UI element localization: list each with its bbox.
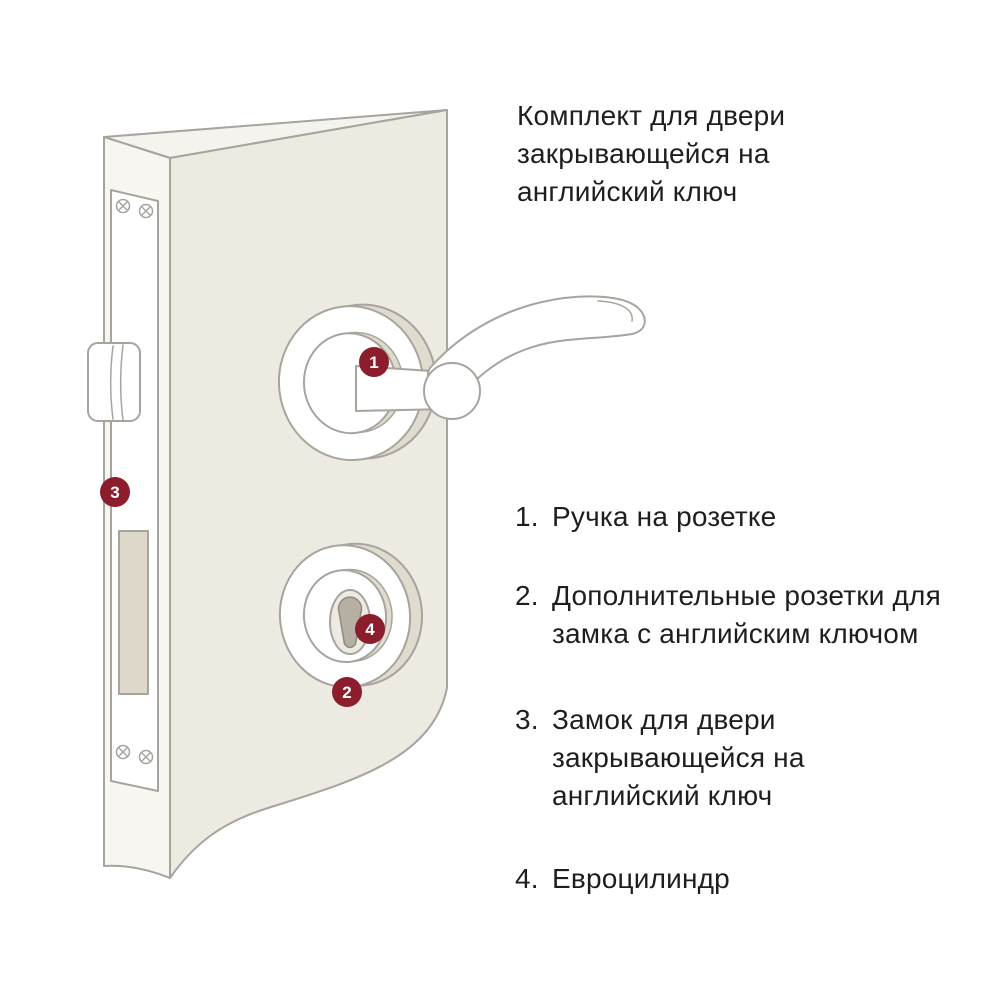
marker-4: 4 [355, 614, 385, 644]
legend-item-1: 1. Ручка на розетке [515, 498, 776, 536]
screw-icon [138, 203, 154, 219]
handle-lever-contour [597, 300, 633, 322]
legend-item-1-number: 1. [515, 501, 539, 532]
legend-item-2: 2. Дополнительные розетки для замка с ан… [515, 577, 941, 653]
legend-item-4: 4. Евроцилиндр [515, 860, 730, 898]
handle-boss [423, 362, 481, 420]
latch-bolt [87, 342, 141, 422]
deadbolt-slot [118, 530, 149, 695]
marker-1-label: 1 [369, 353, 378, 372]
marker-4-label: 4 [365, 620, 375, 639]
legend-item-3-text: Замок для двери закрывающейся на английс… [552, 704, 805, 811]
marker-3: 3 [100, 477, 130, 507]
legend-item-2-number: 2. [515, 580, 539, 611]
legend-item-4-number: 4. [515, 863, 539, 894]
door-front-face [169, 109, 448, 879]
marker-2: 2 [332, 677, 362, 707]
marker-1: 1 [359, 347, 389, 377]
legend-item-4-text: Евроцилиндр [552, 863, 730, 894]
marker-2-label: 2 [342, 683, 351, 702]
screw-icon [115, 744, 131, 760]
screw-icon [138, 749, 154, 765]
legend-item-3: 3. Замок для двери закрывающейся на англ… [515, 701, 805, 815]
legend-item-1-text: Ручка на розетке [552, 501, 777, 532]
marker-3-label: 3 [110, 483, 119, 502]
diagram-title: Комплект для двери закрывающейся на англ… [517, 100, 786, 207]
keyhole-icon [337, 596, 363, 649]
legend-item-2-text: Дополнительные розетки для замка с англи… [552, 580, 941, 649]
legend-item-3-number: 3. [515, 704, 539, 735]
screw-icon [115, 198, 131, 214]
